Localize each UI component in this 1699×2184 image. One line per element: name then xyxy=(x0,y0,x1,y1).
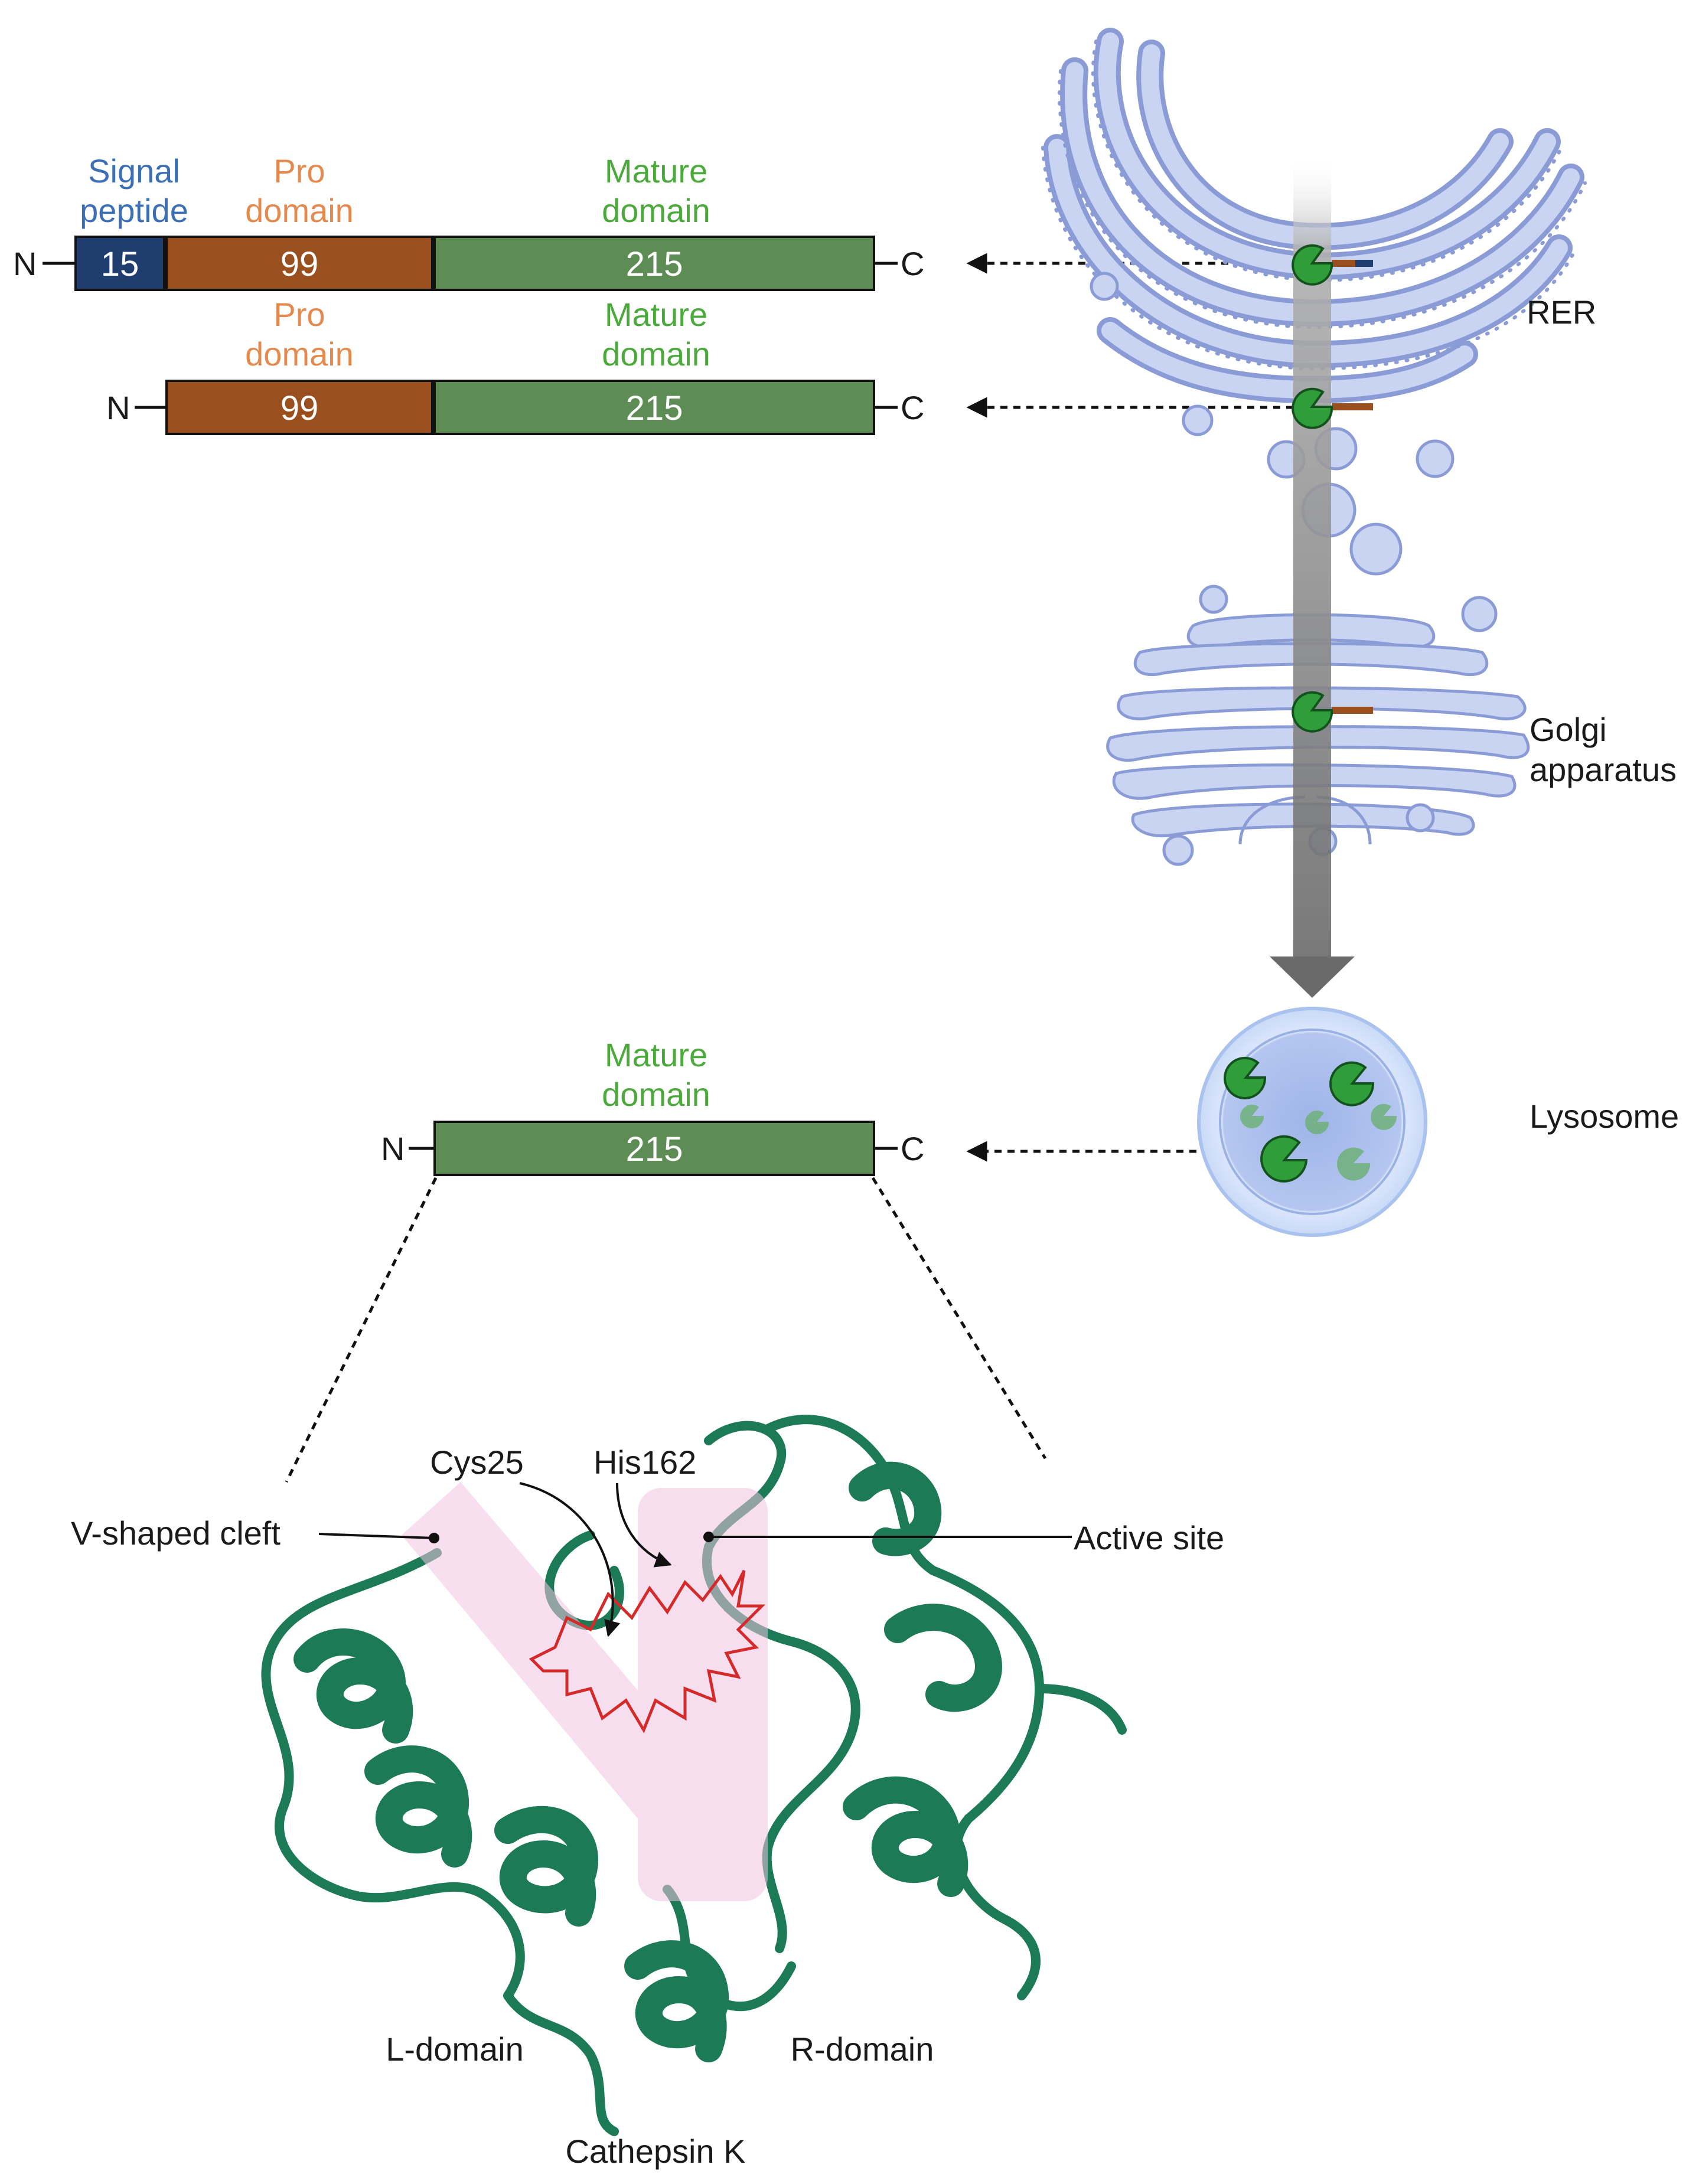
active-site-burst xyxy=(529,1569,766,1734)
mature-domain-label-2: domain xyxy=(602,192,710,229)
n-terminus-label: N xyxy=(106,389,130,426)
mature-enzyme-construct: Mature domain N 215 C xyxy=(285,1036,1047,1483)
structure-annotations: V-shaped cleft Cys25 His162 Active site … xyxy=(71,1444,1224,2170)
mature-enzyme-icon xyxy=(1260,1135,1308,1183)
c-terminus-label: C xyxy=(901,245,924,282)
pro-domain-label-2: domain xyxy=(245,192,354,229)
cathepsin-k-structure xyxy=(261,1415,1127,2136)
pro-domain-label-1: Pro xyxy=(273,152,325,190)
trafficking-arrow xyxy=(1270,156,1355,998)
enzyme-icons-path xyxy=(1292,244,1373,733)
trafficking-arrow-head xyxy=(1270,956,1355,998)
proenzyme-icon-golgi xyxy=(1292,691,1373,733)
c-terminus-label: C xyxy=(901,389,924,426)
v-cleft-leader xyxy=(318,1533,435,1539)
mature-domain-label-1: Mature xyxy=(605,152,707,190)
pro-domain-length: 99 xyxy=(281,245,319,283)
trafficking-arrow-shaft xyxy=(1293,156,1331,959)
mature-enzyme-icon xyxy=(1329,1061,1375,1106)
his162-label: His162 xyxy=(593,1444,696,1481)
mature-domain-length: 215 xyxy=(626,389,683,427)
signal-peptide-segment xyxy=(74,236,165,291)
l-domain-label: L-domain xyxy=(386,2030,523,2068)
rer-label: RER xyxy=(1527,293,1596,331)
pro-domain-label-2: domain xyxy=(245,335,354,373)
cathepsin-k-label: Cathepsin K xyxy=(565,2133,745,2170)
proenzyme-construct: Pro domain Mature domain N 99 215 C xyxy=(106,296,924,435)
mature-domain-segment xyxy=(433,236,875,291)
proenzyme-icon-rer xyxy=(1292,387,1373,429)
mature-enzyme-icon xyxy=(1224,1056,1267,1099)
mature-domain-length: 215 xyxy=(626,245,683,283)
pro-domain-segment xyxy=(165,236,433,291)
n-terminus-label: N xyxy=(381,1130,405,1167)
lysosome-label: Lysosome xyxy=(1530,1098,1679,1135)
v-cleft-leader-dot xyxy=(429,1533,439,1543)
mature-domain-label-2: domain xyxy=(602,335,710,373)
preproenzyme-construct: Signal peptide Pro domain Mature domain … xyxy=(13,152,924,291)
signal-peptide-label-2: peptide xyxy=(80,192,188,229)
mature-domain-segment xyxy=(433,380,875,435)
active-site-label: Active site xyxy=(1074,1519,1224,1556)
golgi-label-1: Golgi xyxy=(1530,711,1607,748)
lysosome xyxy=(1197,1007,1427,1237)
mature-domain-label-2: domain xyxy=(602,1076,710,1113)
signal-peptide-label-1: Signal xyxy=(88,152,180,190)
mature-domain-label-1: Mature xyxy=(605,1036,707,1073)
r-domain-label: R-domain xyxy=(791,2030,934,2068)
cys25-label: Cys25 xyxy=(430,1444,524,1481)
active-site-leader-dot xyxy=(703,1532,714,1542)
mature-domain-length: 215 xyxy=(626,1130,683,1168)
pro-domain-length: 99 xyxy=(281,389,319,427)
his162-arrow xyxy=(616,1483,672,1568)
golgi-label-2: apparatus xyxy=(1530,751,1677,788)
pro-domain-label-1: Pro xyxy=(273,296,325,333)
signal-peptide-length: 15 xyxy=(101,245,139,283)
n-terminus-label: N xyxy=(13,245,37,282)
pro-domain-segment xyxy=(165,380,433,435)
c-terminus-label: C xyxy=(901,1130,924,1167)
cys25-arrow xyxy=(519,1482,621,1637)
zoom-line-left xyxy=(285,1177,438,1483)
zoom-line-right xyxy=(871,1177,1047,1460)
mature-domain-label-1: Mature xyxy=(605,296,707,333)
v-cleft-label: V-shaped cleft xyxy=(71,1514,281,1552)
preproenzyme-icon xyxy=(1292,244,1373,286)
